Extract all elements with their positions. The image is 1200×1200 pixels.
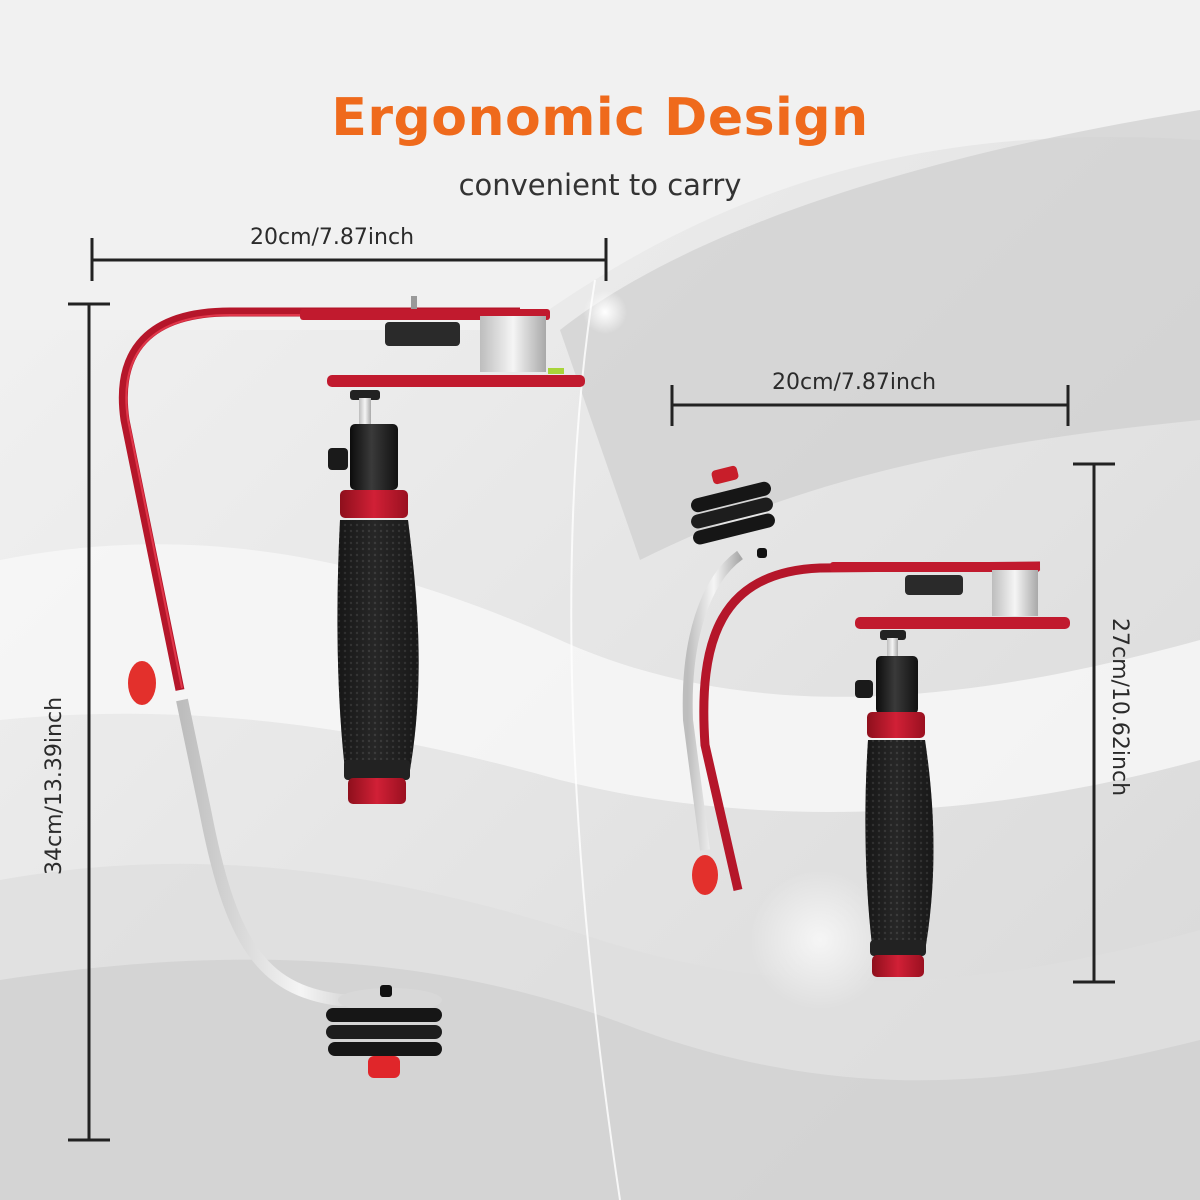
stabilizer-arm-silver <box>682 550 744 851</box>
gimbal-bearing <box>480 316 546 372</box>
right-height-dimension-line <box>1073 462 1115 984</box>
ball-head <box>350 424 398 490</box>
stabilizer-frame-red <box>118 307 520 691</box>
plate-screw-knob <box>385 322 460 346</box>
hinge-knob-red <box>692 855 718 895</box>
right-width-label: 20cm/7.87inch <box>772 370 937 395</box>
left-width-dimension-line <box>90 238 608 281</box>
page-title: Ergonomic Design <box>331 88 869 148</box>
stabilizer-frame-red <box>699 561 1041 891</box>
left-height-dimension-line <box>68 302 110 1142</box>
left-width-label: 20cm/7.87inch <box>250 225 415 250</box>
camera-plate-top <box>830 562 1040 572</box>
ball-head <box>876 656 918 714</box>
handle-end-cap-red <box>872 955 924 977</box>
camera-plate-bottom <box>855 617 1070 629</box>
hinge-knob-red <box>128 661 156 705</box>
counterweight-stack <box>326 985 442 1078</box>
stabilizer-arm-silver <box>176 698 420 1006</box>
handle-collar-red <box>867 712 925 738</box>
handle-collar-red <box>340 490 408 518</box>
right-width-dimension-line <box>670 385 1070 426</box>
counterweight-stack <box>691 465 775 558</box>
page-subtitle: convenient to carry <box>458 168 742 202</box>
handle-end-cap-red <box>348 778 406 804</box>
camera-plate-bottom <box>327 375 585 387</box>
